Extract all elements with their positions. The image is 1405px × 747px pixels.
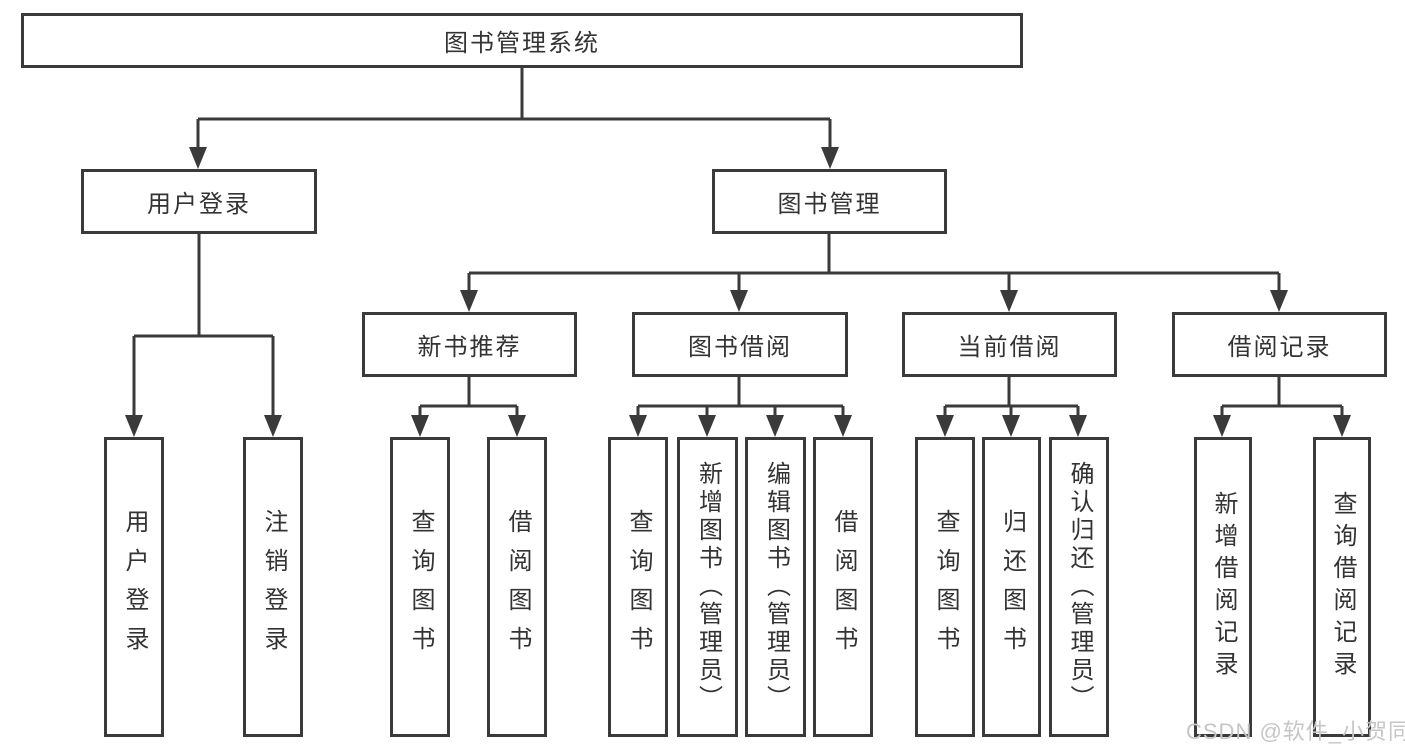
arrowhead-icon bbox=[1333, 415, 1351, 437]
arrowhead-icon bbox=[264, 415, 282, 437]
arrowhead-icon bbox=[766, 415, 784, 437]
leaf-label: 编辑图书（管理员） bbox=[762, 461, 790, 713]
leaf-label: 查询图书 bbox=[407, 509, 434, 665]
leaf-confirm-return-admin: 确认归还（管理员） bbox=[1049, 437, 1109, 737]
leaf-user-login: 用户登录 bbox=[104, 437, 164, 737]
leaf-query-borrow-record: 查询借阅记录 bbox=[1313, 437, 1371, 737]
leaf-label: 借阅图书 bbox=[830, 509, 857, 665]
node-book-borrow: 图书借阅 bbox=[632, 312, 848, 377]
arrowhead-icon bbox=[508, 415, 526, 437]
arrowhead-icon bbox=[1069, 415, 1087, 437]
arrowhead-icon bbox=[189, 147, 207, 169]
node-new-book-recommend: 新书推荐 bbox=[362, 312, 577, 377]
leaf-label: 借阅图书 bbox=[504, 509, 531, 665]
arrowhead-icon bbox=[629, 415, 647, 437]
leaf-edit-books-admin: 编辑图书（管理员） bbox=[745, 437, 806, 737]
leaf-label: 查询借阅记录 bbox=[1329, 491, 1356, 683]
leaf-label: 确认归还（管理员） bbox=[1066, 461, 1093, 713]
leaf-query-books: 查询图书 bbox=[608, 437, 668, 737]
leaf-return-books: 归还图书 bbox=[982, 437, 1041, 737]
leaf-query-books: 查询图书 bbox=[915, 437, 975, 737]
node-book-management: 图书管理 bbox=[712, 169, 947, 234]
node-current-borrow: 当前借阅 bbox=[902, 312, 1117, 377]
leaf-label: 注销登录 bbox=[260, 509, 287, 665]
arrowhead-icon bbox=[834, 415, 852, 437]
watermark: CSDN @软件_小贺同学 bbox=[1186, 719, 1405, 744]
arrowhead-icon bbox=[411, 415, 429, 437]
arrowhead-icon bbox=[1213, 415, 1231, 437]
arrowhead-icon bbox=[936, 415, 954, 437]
leaf-label: 归还图书 bbox=[998, 509, 1026, 665]
leaf-label: 新增借阅记录 bbox=[1210, 491, 1237, 683]
leaf-label: 查询图书 bbox=[625, 509, 652, 665]
leaf-label: 查询图书 bbox=[932, 509, 959, 665]
connector-book-borrow-branch bbox=[636, 377, 845, 417]
arrowhead-icon bbox=[698, 415, 716, 437]
arrowhead-icon bbox=[460, 290, 478, 312]
arrowhead-icon bbox=[821, 147, 839, 169]
leaf-add-borrow-record: 新增借阅记录 bbox=[1194, 437, 1252, 737]
leaf-label: 用户登录 bbox=[121, 509, 148, 665]
leaf-label: 新增图书（管理员） bbox=[694, 461, 722, 713]
connector-book-management-branch bbox=[467, 234, 1281, 292]
leaf-add-books-admin: 新增图书（管理员） bbox=[677, 437, 738, 737]
leaf-borrow-books: 借阅图书 bbox=[813, 437, 873, 737]
connector-current-borrow-branch bbox=[943, 377, 1080, 417]
node-user-login: 用户登录 bbox=[81, 169, 317, 234]
arrowhead-icon bbox=[125, 415, 143, 437]
connector-user-login-branch bbox=[132, 234, 275, 417]
node-borrow-records: 借阅记录 bbox=[1172, 312, 1387, 377]
arrowhead-icon bbox=[1000, 290, 1018, 312]
leaf-query-books: 查询图书 bbox=[390, 437, 450, 737]
leaf-logout: 注销登录 bbox=[243, 437, 303, 737]
node-library-system: 图书管理系统 bbox=[21, 13, 1023, 68]
arrowhead-icon bbox=[730, 290, 748, 312]
connector-new-book-branch bbox=[418, 377, 519, 417]
leaf-borrow-books: 借阅图书 bbox=[487, 437, 547, 737]
arrowhead-icon bbox=[1002, 415, 1020, 437]
connector-root-to-level2 bbox=[196, 68, 832, 149]
connector-borrow-record-branch bbox=[1220, 377, 1344, 417]
arrowhead-icon bbox=[1270, 290, 1288, 312]
